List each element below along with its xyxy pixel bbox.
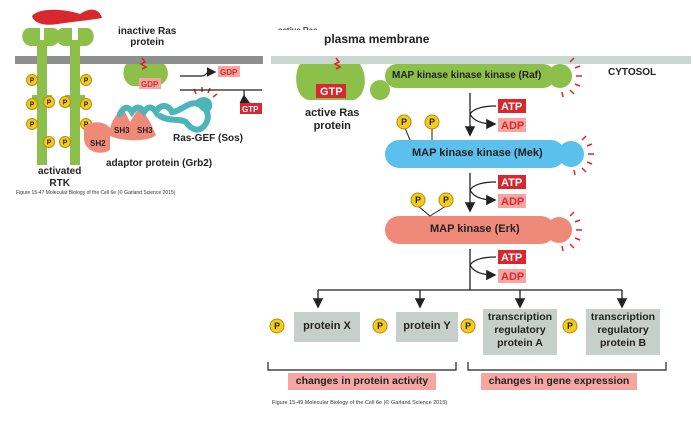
phosphate-icon: P xyxy=(26,118,38,130)
svg-text:P: P xyxy=(30,121,35,128)
svg-text:P: P xyxy=(84,121,89,128)
adaptor-label: adaptor protein (Grb2) xyxy=(106,158,213,169)
inactive-ras-label: inactive Ras protein xyxy=(118,26,177,48)
gdp-out-chip xyxy=(218,66,240,77)
ras-gef-label: Ras-GEF (Sos) xyxy=(173,133,244,144)
phosphate-icon: P xyxy=(80,74,92,86)
svg-text:P: P xyxy=(84,77,89,84)
svg-text:P: P xyxy=(63,99,68,106)
erk-kinase xyxy=(385,216,555,244)
phosphate-icon: P xyxy=(424,114,440,130)
phosphate-icon: P xyxy=(460,318,476,334)
svg-text:P: P xyxy=(415,195,421,205)
phosphate-icon: P xyxy=(26,74,38,86)
activated-rtk-label: activated RTK xyxy=(38,166,82,189)
protein-y-box xyxy=(396,312,458,342)
gdp-out-text: GDP xyxy=(220,68,238,77)
mek-kinase xyxy=(385,140,565,168)
sh2-domain xyxy=(84,122,110,153)
gdp-chip-inactive-text: GDP xyxy=(141,80,159,89)
gtp-in-chip xyxy=(240,103,262,114)
svg-text:P: P xyxy=(443,195,449,205)
adp-2: ADP xyxy=(501,196,524,208)
gtp-chip-active xyxy=(316,84,346,98)
svg-text:P: P xyxy=(30,77,35,84)
right-caption: Figure 15-49 Molecular Biology of the Ce… xyxy=(272,400,448,406)
protein-activity-band xyxy=(288,373,436,390)
plasma-membrane-right xyxy=(271,56,691,64)
phosphate-icon: P xyxy=(562,318,578,334)
cut-off-top-text: active Ras xyxy=(278,26,318,30)
changes-gene-expression: changes in gene expression xyxy=(488,375,630,387)
svg-text:P: P xyxy=(377,321,383,331)
phosphate-icon: P xyxy=(43,136,55,148)
phosphate-icon: P xyxy=(26,98,38,110)
active-ras xyxy=(296,64,365,100)
left-caption: Figure 15-47 Molecular Biology of the Ce… xyxy=(16,190,176,196)
raf-kinase xyxy=(385,64,555,88)
svg-text:P: P xyxy=(47,139,52,146)
atp-2: ATP xyxy=(501,177,522,189)
sh3-a-label: SH3 xyxy=(114,126,130,135)
phosphate-icon: P xyxy=(410,192,426,208)
phosphate-icon: P xyxy=(59,96,71,108)
tf-a-box xyxy=(483,309,557,355)
tf-b-box xyxy=(586,309,660,355)
adp-1: ADP xyxy=(501,120,524,132)
erk-label: MAP kinase (Erk) xyxy=(430,223,520,235)
sos-protein xyxy=(117,100,211,133)
phosphate-icon: P xyxy=(438,192,454,208)
sh2-label: SH2 xyxy=(90,139,106,148)
phosphate-icon: P xyxy=(80,98,92,110)
svg-text:P: P xyxy=(30,101,35,108)
svg-text:P: P xyxy=(274,321,280,331)
atp-1: ATP xyxy=(501,101,522,113)
svg-text:P: P xyxy=(429,117,435,127)
protein-x-box xyxy=(294,312,360,342)
plasma-membrane-label: plasma membrane xyxy=(324,32,430,46)
phosphate-icon: P xyxy=(396,114,412,130)
svg-text:P: P xyxy=(84,101,89,108)
gtp-chip-active-text: GTP xyxy=(320,86,343,98)
svg-text:P: P xyxy=(63,139,68,146)
plasma-membrane-left xyxy=(15,56,263,64)
gtp-in-text: GTP xyxy=(242,105,259,114)
gdp-exit-arrow xyxy=(180,67,217,77)
phosphate-icon: P xyxy=(43,96,55,108)
target-tf-a-label: transcription regulatory protein A xyxy=(487,311,553,349)
svg-text:P: P xyxy=(567,321,573,331)
gene-expression-band xyxy=(481,373,637,390)
sh3-b-label: SH3 xyxy=(137,126,153,135)
target-tf-b-label: transcription regulatory protein B xyxy=(590,311,656,349)
phosphate-icon: P xyxy=(269,318,285,334)
mek-label: MAP kinase kinase (Mek) xyxy=(412,147,543,159)
phosphate-icon: P xyxy=(372,318,388,334)
atp-3: ATP xyxy=(501,252,522,264)
svg-text:P: P xyxy=(465,321,471,331)
active-ras-label: active Ras protein xyxy=(305,107,360,132)
svg-text:P: P xyxy=(47,99,52,106)
cytosol-label: CYTOSOL xyxy=(608,67,657,78)
svg-text:P: P xyxy=(401,117,407,127)
adp-3: ADP xyxy=(501,271,524,283)
target-protein-y-label: protein Y xyxy=(403,320,451,332)
target-protein-x-label: protein X xyxy=(303,320,351,332)
signal-ligand xyxy=(32,9,102,25)
phosphate-icon: P xyxy=(59,136,71,148)
raf-label: MAP kinase kinase kinase (Raf) xyxy=(392,70,542,81)
gdp-chip-inactive xyxy=(139,78,161,89)
changes-protein-activity: changes in protein activity xyxy=(295,375,429,387)
